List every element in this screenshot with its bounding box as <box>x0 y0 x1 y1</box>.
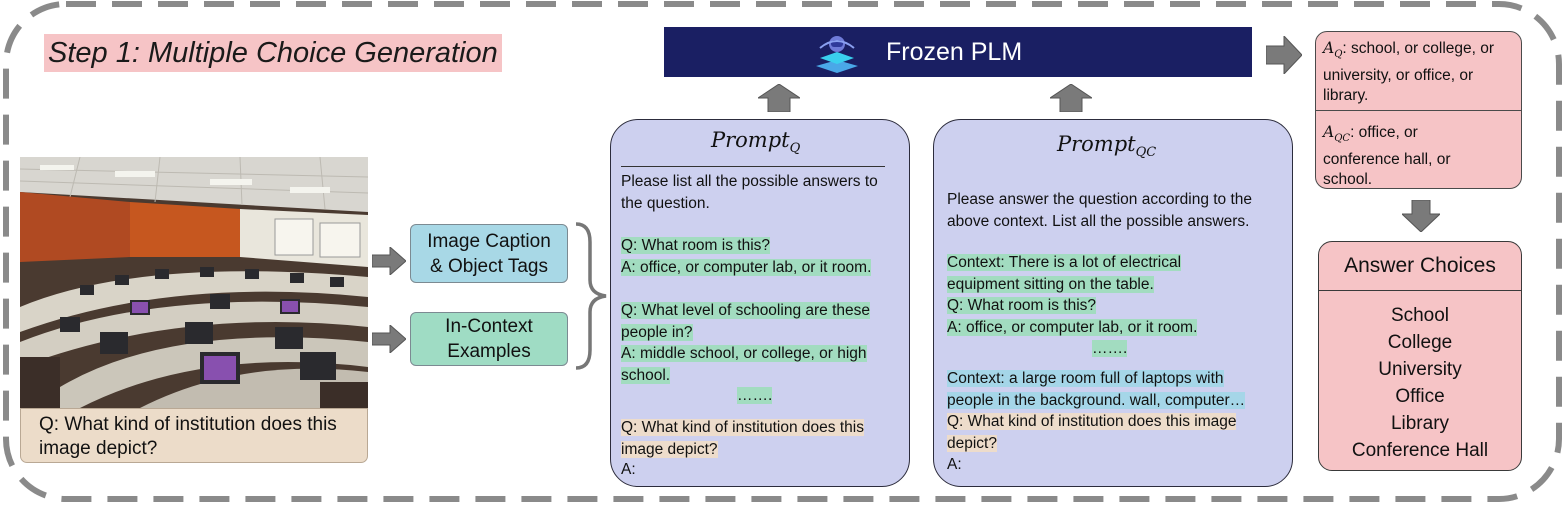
answer-choice: School <box>1390 305 1450 326</box>
answer-choice: Library <box>1390 413 1450 434</box>
answer-choice: College <box>1387 332 1453 353</box>
prompt-qc-ellipsis: ……. <box>1092 340 1128 357</box>
step-title: Step 1: Multiple Choice Generation <box>44 34 502 72</box>
prompt-qc-box: PromptQC Please answer the question acco… <box>933 119 1293 487</box>
arrow-right-icon <box>372 325 406 353</box>
prompt-q-answer-stub: A: <box>621 461 636 478</box>
prompt-q-title: PromptQ <box>711 128 801 157</box>
answer-choice: Office <box>1395 386 1445 407</box>
curly-brace-icon <box>575 222 607 370</box>
answer-choices-list: School College University Office Library… <box>1319 302 1521 464</box>
plm-label: Frozen PLM <box>886 38 1023 66</box>
prompt-q-ellipsis: ……. <box>737 387 773 404</box>
prompt-qc-title: PromptQC <box>1057 132 1157 161</box>
raw-answers-divider <box>1316 110 1521 111</box>
prompt-qc-context-2: Context: a large room full of laptops wi… <box>947 370 1246 409</box>
prompt-qc-answer-stub: A: <box>947 456 962 473</box>
arrow-right-icon <box>1266 36 1302 74</box>
answer-choices-title: Answer Choices <box>1344 254 1496 277</box>
arrow-right-icon <box>372 247 406 275</box>
answer-choices-divider <box>1319 290 1521 291</box>
prompt-q-example-1: Q: What room is this?A: office, or compu… <box>621 237 872 276</box>
answer-choice: Conference Hall <box>1351 440 1489 461</box>
answer-choice: University <box>1378 359 1462 380</box>
prompt-qc-instruction: Please answer the question according to … <box>947 191 1253 230</box>
prompt-q-divider <box>621 166 885 167</box>
answer-choices-box: Answer Choices School College University… <box>1318 241 1522 471</box>
image-question: Q: What kind of institution does this im… <box>20 408 368 463</box>
arrow-up-icon <box>1050 84 1092 112</box>
image-caption-box: Image Caption& Object Tags <box>410 224 568 283</box>
prompt-qc-query: Q: What kind of institution does this im… <box>947 413 1237 452</box>
plm-logo-icon <box>816 36 858 73</box>
arrow-up-icon <box>758 84 800 112</box>
arrow-down-icon <box>1402 200 1440 232</box>
prompt-q-box: PromptQ Please list all the possible ans… <box>610 119 910 487</box>
frozen-plm-bar: Frozen PLM <box>664 27 1252 77</box>
classroom-image <box>20 157 368 408</box>
